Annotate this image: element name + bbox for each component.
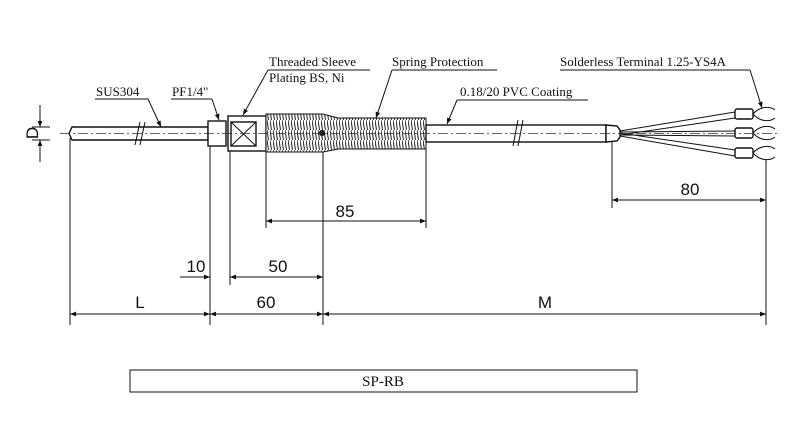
callout-threaded-sleeve: Threaded Sleeve Plating BS, Ni xyxy=(242,54,370,116)
dim-spring-length: 85 xyxy=(336,202,355,221)
dim-cable-length: M xyxy=(538,293,552,312)
dim-sleeve: 50 xyxy=(269,257,288,276)
svg-text:SUS304: SUS304 xyxy=(96,84,140,99)
callout-spring: Spring Protection xyxy=(375,54,497,119)
lead-wires xyxy=(619,106,776,161)
spring-protection xyxy=(265,113,427,153)
model-box: SP-RB xyxy=(129,369,638,393)
svg-text:0.18/20 PVC Coating: 0.18/20 PVC Coating xyxy=(460,84,573,99)
callout-cable: 0.18/20 PVC Coating xyxy=(446,84,588,125)
callout-sheath: SUS304 xyxy=(95,84,162,128)
dim-lead-length: 80 xyxy=(681,180,700,199)
callout-terminal: Solderless Terminal 1.25-YS4A xyxy=(560,54,763,109)
svg-text:Threaded Sleeve: Threaded Sleeve xyxy=(269,54,356,69)
pvc-cable xyxy=(425,119,621,147)
model-name: SP-RB xyxy=(362,374,404,390)
svg-text:PF1/4": PF1/4" xyxy=(172,84,208,99)
dim-head: 60 xyxy=(257,293,276,312)
callout-thread: PF1/4" xyxy=(171,84,220,121)
dim-nut: 10 xyxy=(187,257,206,276)
svg-text:Spring Protection: Spring Protection xyxy=(392,54,484,69)
dim-diameter: D xyxy=(23,127,42,139)
svg-text:Plating BS, Ni: Plating BS, Ni xyxy=(269,70,345,85)
terminal-icon xyxy=(734,106,776,161)
svg-text:Solderless Terminal 1.25-YS4A: Solderless Terminal 1.25-YS4A xyxy=(560,54,727,69)
dim-insertion: L xyxy=(135,293,144,312)
